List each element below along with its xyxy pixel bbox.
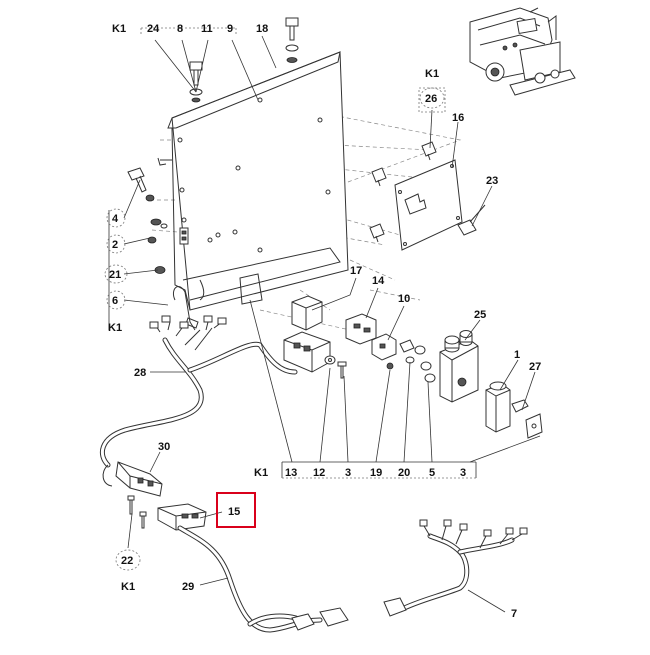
leader-lines: [123, 35, 541, 613]
label-1: 1: [514, 349, 520, 361]
label-26: 26: [425, 93, 437, 105]
label-17: 17: [350, 265, 362, 277]
label-k1-bottom: K1: [254, 467, 268, 479]
cable-harness-28: [99, 315, 298, 468]
label-10: 10: [398, 293, 410, 305]
label-3-a: 3: [345, 467, 351, 479]
callout-markers: [104, 87, 445, 571]
label-8: 8: [177, 23, 183, 35]
label-7: 7: [511, 608, 517, 620]
label-2: 2: [112, 239, 118, 251]
left-fasteners: [127, 167, 189, 274]
label-23: 23: [486, 175, 498, 187]
small-hardware: [324, 339, 436, 383]
label-22: 22: [121, 555, 133, 567]
label-29: 29: [182, 581, 194, 593]
label-9: 9: [227, 23, 233, 35]
contactor: [439, 330, 479, 403]
highlight-box-15: [216, 492, 256, 528]
label-21: 21: [109, 269, 121, 281]
label-30: 30: [158, 441, 170, 453]
label-3-b: 3: [460, 467, 466, 479]
label-14: 14: [372, 275, 385, 287]
group-brackets: [108, 27, 477, 479]
relay: [283, 295, 331, 373]
label-k1-bottom-left: K1: [121, 581, 135, 593]
connector-30: [102, 461, 163, 497]
label-13: 13: [285, 467, 297, 479]
label-15: 15: [228, 506, 240, 518]
clip-part: [457, 204, 486, 236]
cable-harness-7: [383, 519, 528, 617]
label-5: 5: [429, 467, 435, 479]
mounting-plate: [157, 51, 349, 311]
label-k1-top-left: K1: [112, 23, 126, 35]
label-27: 27: [529, 361, 541, 373]
bracket: [345, 313, 397, 361]
screws-22: [127, 495, 147, 529]
label-k1-top-right: K1: [425, 68, 439, 80]
label-18: 18: [256, 23, 268, 35]
label-19: 19: [370, 467, 382, 479]
connector-15: [157, 503, 207, 531]
label-4: 4: [112, 213, 119, 225]
circuit-board: [369, 141, 463, 251]
label-16: 16: [452, 112, 464, 124]
cable-harness-29: [177, 525, 349, 633]
label-20: 20: [398, 467, 410, 479]
label-12: 12: [313, 467, 325, 479]
callout-labels: K1 24 8 11 9 18 K1 26 16 23 4 2 21 6 K1 …: [108, 23, 541, 620]
machine-thumbnail: [469, 7, 576, 96]
label-25: 25: [474, 309, 486, 321]
label-28: 28: [134, 367, 146, 379]
switch-assembly: [485, 381, 543, 439]
label-11: 11: [201, 23, 213, 35]
label-6: 6: [112, 295, 118, 307]
label-k1-left: K1: [108, 322, 122, 334]
label-24: 24: [147, 23, 160, 35]
